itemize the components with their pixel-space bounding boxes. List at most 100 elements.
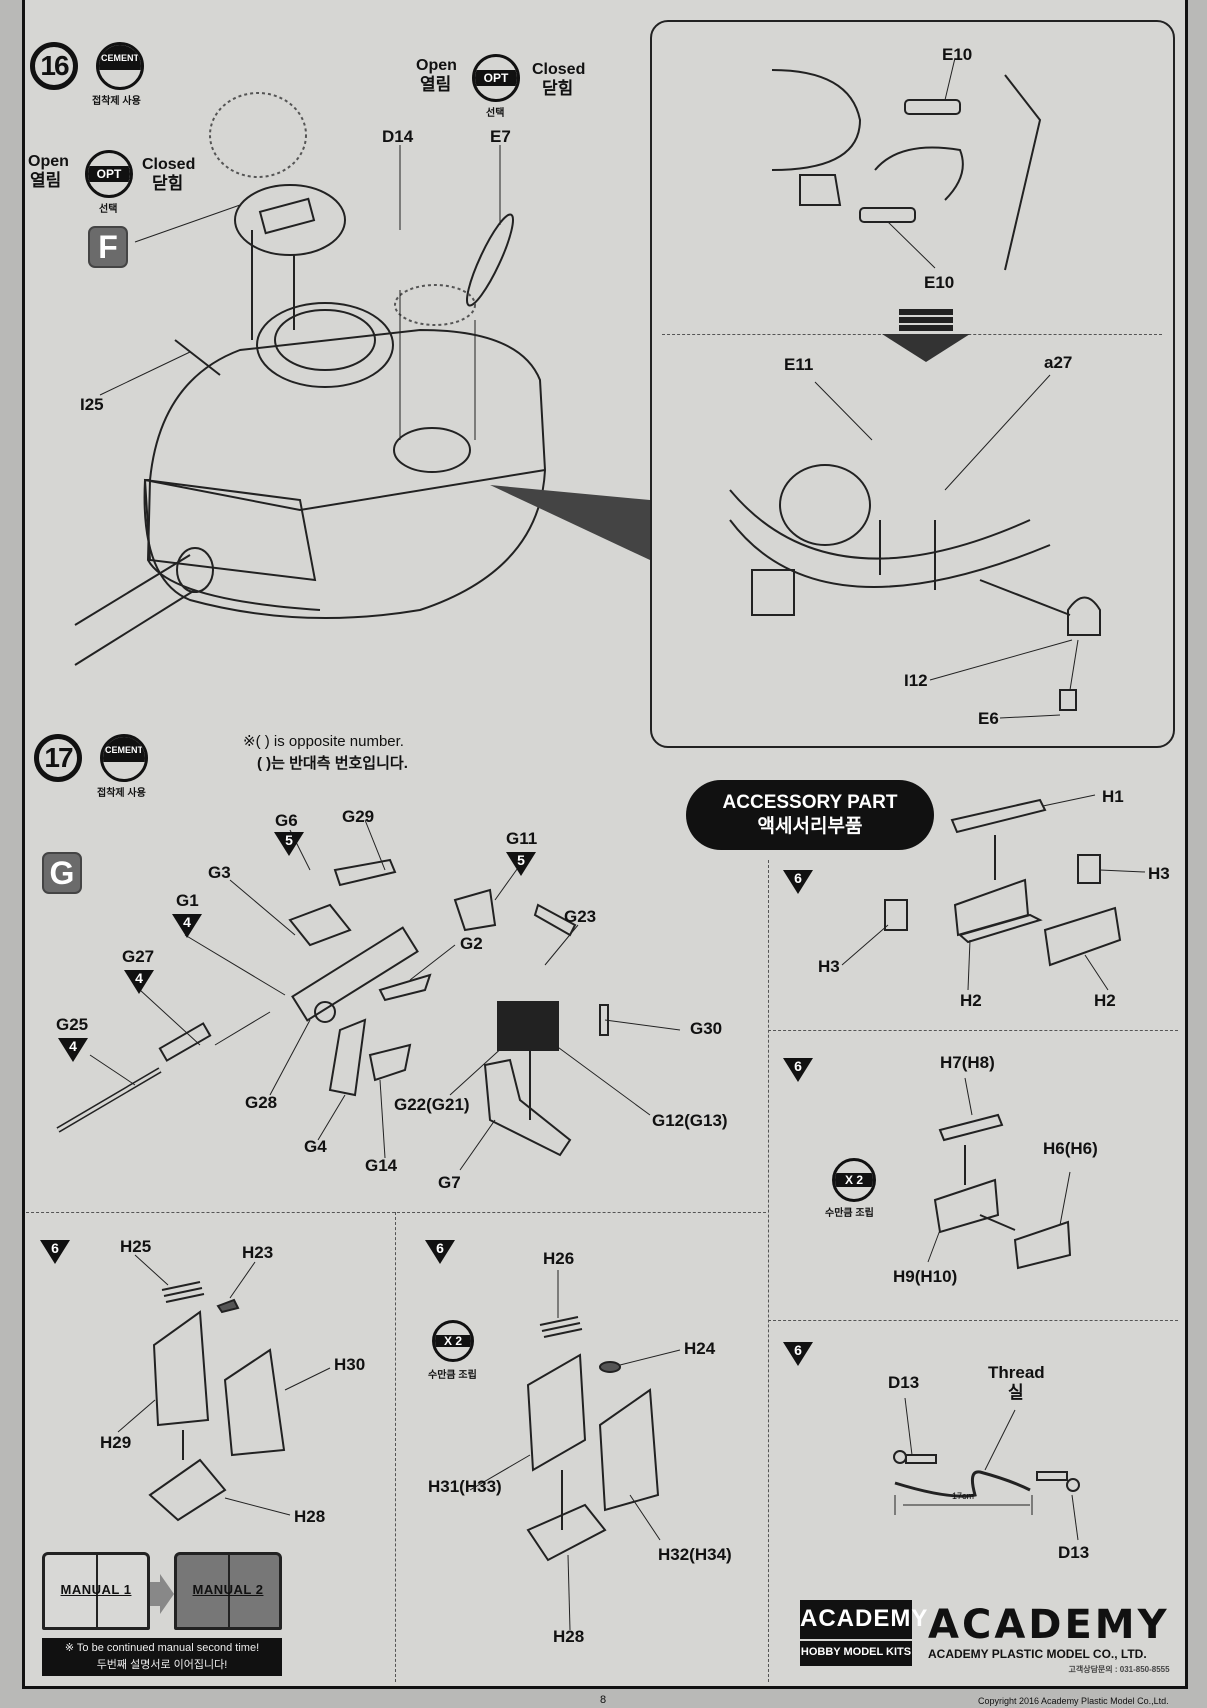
part-label: H30 xyxy=(334,1355,366,1374)
part-label: H31(H33) xyxy=(428,1477,502,1496)
stage-marker: 4 xyxy=(124,970,154,994)
part-label: H1 xyxy=(1102,787,1124,806)
stage-marker: 5 xyxy=(274,832,304,856)
part-label: G29 xyxy=(342,807,375,826)
closed-label-top-ko: 닫힘 xyxy=(542,79,574,98)
part-label: G12(G13) xyxy=(652,1111,728,1130)
manual-2-book-icon: MANUAL 2 xyxy=(174,1552,282,1630)
closed-label: Closed xyxy=(142,156,196,173)
part-label: G25 xyxy=(56,1015,89,1034)
opt-badge: OPT xyxy=(85,150,133,198)
part-label: G1 xyxy=(176,891,199,910)
part-label: G7 xyxy=(438,1173,461,1192)
step-16-number: 16 xyxy=(30,42,78,90)
part-label: H3 xyxy=(1148,864,1170,883)
logo-word: ACADEMY xyxy=(928,1602,1170,1648)
multiplier-badge: X 2 xyxy=(432,1320,474,1362)
part-label: H3 xyxy=(818,957,840,976)
part-label: I12 xyxy=(904,671,928,690)
cement-badge: CEMENT xyxy=(96,42,144,90)
instruction-sheet xyxy=(22,0,1188,1689)
opposite-note: ※( ) is opposite number. xyxy=(243,733,404,750)
closed-label-top: Closed xyxy=(532,61,586,78)
part-label: G11 xyxy=(506,829,538,848)
multiplier-caption: 수만큼 조립 xyxy=(825,1208,874,1219)
divider xyxy=(768,860,769,1682)
part-label: H29 xyxy=(100,1433,132,1452)
part-label: H6(H6) xyxy=(1043,1139,1098,1158)
part-label: H28 xyxy=(553,1627,585,1646)
open-label-ko: 열림 xyxy=(30,171,62,190)
part-label: G30 xyxy=(690,1019,723,1038)
part-label: D13 xyxy=(1058,1543,1090,1562)
cement-label: CEMENT xyxy=(99,45,141,71)
length-label: 17cm xyxy=(952,1491,975,1501)
part-label: G27 xyxy=(122,947,155,966)
part-label: H9(H10) xyxy=(893,1267,958,1286)
page-number: 8 xyxy=(600,1694,607,1706)
multiplier-label: X 2 xyxy=(435,1334,471,1348)
cement-badge: CEMENT xyxy=(100,734,148,782)
part-label: H2 xyxy=(1094,991,1116,1010)
opposite-note-ko: ( )는 반대측 번호입니다. xyxy=(257,755,408,772)
part-label: D13 xyxy=(888,1373,920,1392)
stage-marker: 6 xyxy=(425,1240,455,1264)
part-label: G23 xyxy=(564,907,597,926)
cement-caption: 접착제 사용 xyxy=(92,96,141,107)
part-label: G22(G21) xyxy=(394,1095,470,1114)
sprue-letter-f: F xyxy=(88,226,128,268)
accessory-title-en: ACCESSORY PART xyxy=(722,792,898,814)
divider xyxy=(768,1320,1178,1321)
part-label: H23 xyxy=(242,1243,274,1262)
divider xyxy=(768,1030,1178,1031)
part-label: G4 xyxy=(304,1137,327,1156)
opt-caption-top: 선택 xyxy=(486,108,505,119)
opt-badge-top: OPT xyxy=(472,54,520,102)
part-label: G28 xyxy=(245,1093,278,1112)
copyright: Copyright 2016 Academy Plastic Model Co.… xyxy=(978,1696,1169,1706)
part-label: G6 xyxy=(275,811,298,830)
stage-marker: 4 xyxy=(58,1038,88,1062)
stage-marker: 6 xyxy=(40,1240,70,1264)
thread-label-ko: 실 xyxy=(1008,1383,1024,1402)
open-label: Open xyxy=(28,153,69,170)
multiplier-label: X 2 xyxy=(835,1173,873,1187)
multiplier-badge: X 2 xyxy=(832,1158,876,1202)
part-label: E7 xyxy=(490,127,511,146)
part-label: E6 xyxy=(978,709,999,728)
logo-box-bottom: HOBBY MODEL KITS xyxy=(800,1646,912,1658)
accessory-title-ko: 액세서리부품 xyxy=(757,816,863,837)
stage-marker: 6 xyxy=(783,1342,813,1366)
part-label: H26 xyxy=(543,1249,575,1268)
part-label: G2 xyxy=(460,934,483,953)
part-label: G14 xyxy=(365,1156,398,1175)
manual-1-label: MANUAL 1 xyxy=(60,1582,132,1597)
stage-marker: 6 xyxy=(783,1058,813,1082)
part-label: G3 xyxy=(208,863,231,882)
manual-continuation-notice: MANUAL 1 MANUAL 2 ※ To be continued manu… xyxy=(42,1552,282,1682)
academy-logo-box: ACADEMY HOBBY MODEL KITS xyxy=(800,1600,927,1666)
opt-label: OPT xyxy=(88,166,130,182)
part-label: E10 xyxy=(942,45,973,64)
arrow-right-icon xyxy=(150,1574,174,1614)
stage-marker: 6 xyxy=(783,870,813,894)
open-label-top: Open xyxy=(416,57,457,74)
manual-2-label: MANUAL 2 xyxy=(192,1582,264,1597)
part-label: H32(H34) xyxy=(658,1545,732,1564)
thread-label: Thread xyxy=(988,1363,1045,1382)
opt-caption: 선택 xyxy=(99,204,118,215)
manual-1-book-icon: MANUAL 1 xyxy=(42,1552,150,1630)
detail-panel xyxy=(650,20,1175,748)
stage-marker: 4 xyxy=(172,914,202,938)
closed-label-ko: 닫힘 xyxy=(152,174,184,193)
phone-info: 고객상담문의 : 031-850-8555 xyxy=(1068,1665,1170,1674)
part-label: H24 xyxy=(684,1339,716,1358)
open-label-top-ko: 열림 xyxy=(420,75,452,94)
academy-logo: ACADEMY ACADEMY PLASTIC MODEL CO., LTD. … xyxy=(928,1605,1170,1675)
